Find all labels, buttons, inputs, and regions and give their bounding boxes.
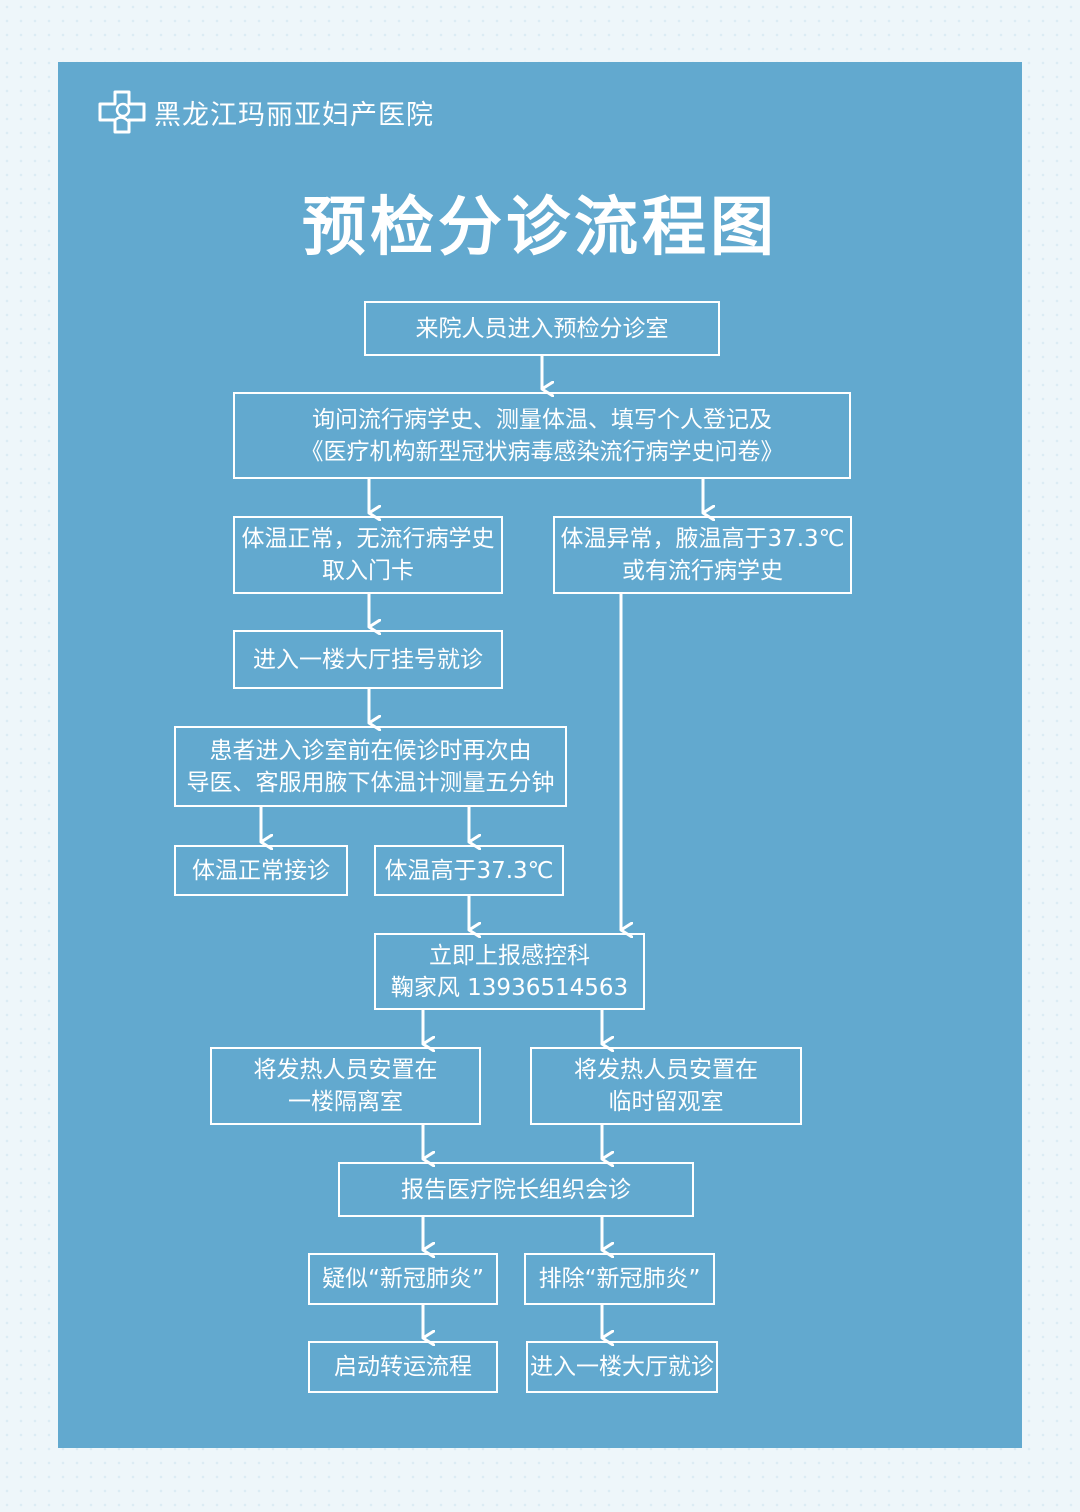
node-high-temp-text: 体温高于37.3℃ <box>384 857 554 884</box>
node-abnormal-line1: 体温异常，腋温高于37.3℃ <box>560 526 845 552</box>
node-normal-line2: 取入门卡 <box>322 558 414 584</box>
node-normal: 体温正常，无流行病学史 取入门卡 <box>233 516 503 594</box>
hospital-logo: 黑龙江玛丽亚妇产医院 <box>98 90 434 134</box>
node-report-line1: 立即上报感控科 <box>429 942 590 969</box>
node-consult-text: 报告医疗院长组织会诊 <box>401 1176 631 1203</box>
node-inquiry-line1: 询问流行病学史、测量体温、填写个人登记及 <box>312 406 772 433</box>
node-abnormal: 体温异常，腋温高于37.3℃ 或有流行病学史 <box>553 516 852 594</box>
node-observation-line1: 将发热人员安置在 <box>574 1057 758 1083</box>
hospital-cross-icon <box>98 90 146 134</box>
node-exclude-text: 排除“新冠肺炎” <box>538 1266 701 1292</box>
node-hall-visit: 进入一楼大厅就诊 <box>526 1341 718 1393</box>
node-transfer-text: 启动转运流程 <box>334 1354 472 1380</box>
node-hall-visit-text: 进入一楼大厅就诊 <box>530 1354 714 1380</box>
node-observation: 将发热人员安置在 临时留观室 <box>530 1047 802 1125</box>
node-register: 进入一楼大厅挂号就诊 <box>233 630 503 689</box>
node-isolation-line1: 将发热人员安置在 <box>253 1057 438 1083</box>
node-isolation: 将发热人员安置在 一楼隔离室 <box>210 1047 481 1125</box>
node-report-line2: 鞠家风 13936514563 <box>390 974 629 1001</box>
node-isolation-line2: 一楼隔离室 <box>288 1089 403 1115</box>
node-normal-visit-text: 体温正常接诊 <box>192 857 330 884</box>
node-transfer: 启动转运流程 <box>308 1341 498 1393</box>
node-normal-line1: 体温正常，无流行病学史 <box>241 526 495 552</box>
node-recheck-line1: 患者进入诊室前在候诊时再次由 <box>209 737 532 764</box>
node-entry: 来院人员进入预检分诊室 <box>364 301 720 356</box>
node-observation-line2: 临时留观室 <box>608 1089 724 1115</box>
node-recheck: 患者进入诊室前在候诊时再次由 导医、客服用腋下体温计测量五分钟 <box>174 726 567 807</box>
page-title: 预检分诊流程图 <box>302 191 778 265</box>
node-suspect: 疑似“新冠肺炎” <box>308 1253 498 1305</box>
hospital-name: 黑龙江玛丽亚妇产医院 <box>154 99 434 131</box>
node-exclude: 排除“新冠肺炎” <box>524 1253 715 1305</box>
node-consult: 报告医疗院长组织会诊 <box>338 1162 694 1217</box>
node-inquiry: 询问流行病学史、测量体温、填写个人登记及 《医疗机构新型冠状病毒感染流行病学史问… <box>233 392 851 479</box>
node-normal-visit: 体温正常接诊 <box>174 845 348 896</box>
node-abnormal-line2: 或有流行病学史 <box>622 558 783 584</box>
node-report: 立即上报感控科 鞠家风 13936514563 <box>374 933 645 1010</box>
node-recheck-line2: 导医、客服用腋下体温计测量五分钟 <box>186 769 555 796</box>
node-register-text: 进入一楼大厅挂号就诊 <box>253 646 483 673</box>
node-inquiry-line2: 《医疗机构新型冠状病毒感染流行病学史问卷》 <box>300 438 784 465</box>
node-suspect-text: 疑似“新冠肺炎” <box>322 1266 484 1292</box>
poster-panel <box>58 62 1022 1448</box>
node-entry-text: 来院人员进入预检分诊室 <box>415 315 669 342</box>
node-high-temp: 体温高于37.3℃ <box>374 845 564 896</box>
